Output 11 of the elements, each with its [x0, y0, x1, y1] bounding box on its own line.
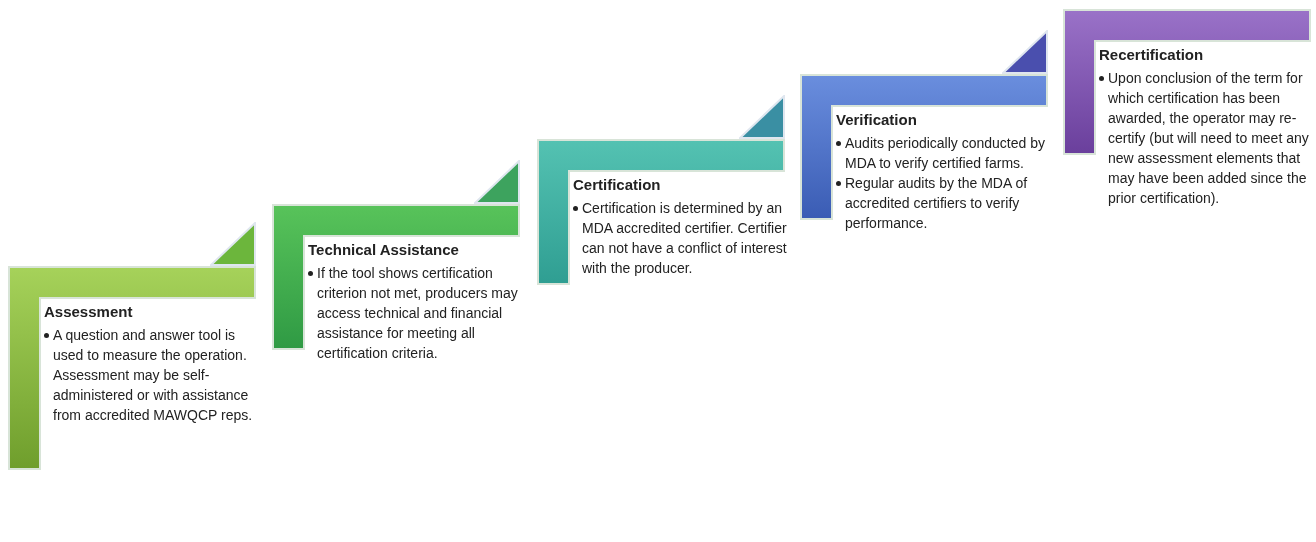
- step-heading: Assessment: [44, 302, 134, 322]
- bullet-text: Regular audits by the MDA of accredited certifiers to verify performance.: [845, 174, 1029, 233]
- bullet-text: Certification is determined by an MDA accredited certifier. Certifier can not have a conflict of interest with the producer.: [582, 199, 788, 278]
- step-heading: Certification: [573, 175, 662, 195]
- bullet-text: Upon conclusion of the term for which certification has been awarded, the operator may re-certify (but will need to meet any new assessment elements that may have been added since the prior certification).: [1108, 69, 1310, 208]
- step-heading: Technical Assistance: [308, 240, 460, 260]
- bullet-text: Audits periodically conducted by MDA to verify certified farms.: [845, 134, 1046, 173]
- step-heading: Recertification: [1099, 45, 1205, 65]
- bullet-text: A question and answer tool is used to measure the operation. Assessment may be self-administered or with assistance from accredited MAWQCP reps.: [53, 326, 254, 425]
- bullet-text: If the tool shows certification criterion not met, producers may access technical and financial assistance for meeting all certification criteria.: [317, 264, 519, 363]
- step-heading: Verification: [836, 110, 918, 130]
